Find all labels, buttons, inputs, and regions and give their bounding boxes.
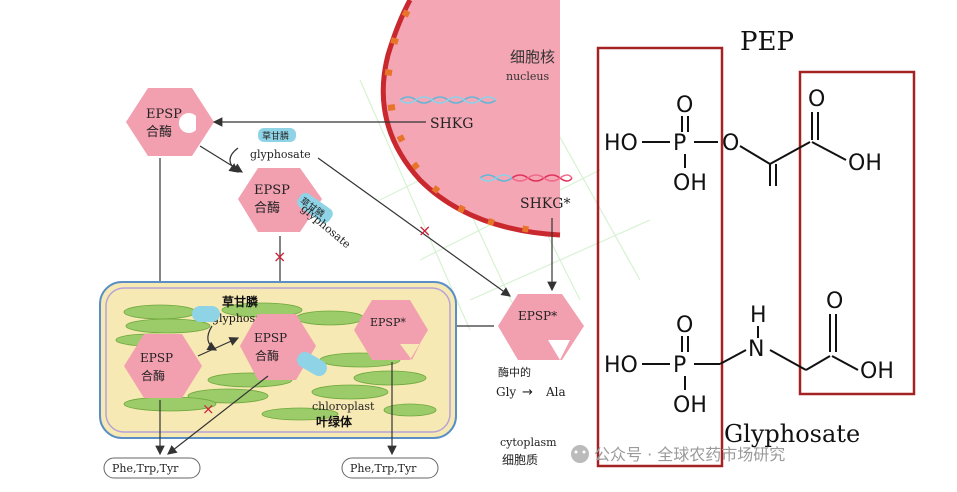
glyphosate-en-1: glyphosate xyxy=(250,148,311,161)
nucleus-title-cn: 细胞核 xyxy=(510,48,555,66)
enzyme-label-line1: EPSP xyxy=(140,351,173,365)
inhibit-mark-2: × xyxy=(418,221,431,240)
carboxyl-highlight-box xyxy=(798,70,916,396)
gly-o-top: O xyxy=(676,313,693,338)
enzyme-label-line2: 合酶 xyxy=(255,348,279,363)
epsp-synthase-bound: EPSP 合酶 草甘膦 glyphosate xyxy=(238,168,353,251)
nucleus: 细胞核 nucleus SHKG SHKG* xyxy=(380,0,573,238)
hexagon-shape xyxy=(498,294,584,360)
gly-ho: HO xyxy=(604,353,638,378)
gly-p: P xyxy=(673,353,686,378)
glyphosate-cn-3: 草甘膦 xyxy=(222,294,258,309)
epsp-mutant-cytoplasm: EPSP* xyxy=(498,294,584,360)
arrow-glyphosate-to-mutant xyxy=(317,157,511,297)
pep-o-top: O xyxy=(676,93,693,118)
pep-title: PEP xyxy=(740,27,794,57)
cytoplasm-en: cytoplasm xyxy=(500,436,557,449)
glyphosate-structure-title: Glyphosate xyxy=(724,420,860,448)
epsp-mutant-chloroplast: EPSP* xyxy=(354,300,428,360)
glyphosate-blob-2 xyxy=(297,352,327,376)
glyphosate-tag-2 xyxy=(297,192,333,224)
gly-oh: OH xyxy=(673,393,707,418)
pep-p: P xyxy=(673,131,686,156)
pep-oh: OH xyxy=(673,171,707,196)
reaction-label: 酶中的 xyxy=(498,365,531,379)
wechat-icon xyxy=(571,445,589,463)
epsp-synthase-chloroplast-bound: EPSP 合酶 xyxy=(240,314,327,380)
product-pill-right xyxy=(341,457,439,479)
gene-shkg-label: SHKG xyxy=(430,116,473,132)
gly-h: H xyxy=(750,303,767,328)
nuclear-pores xyxy=(384,9,529,233)
epsp-synthase-top: EPSP 合酶 xyxy=(126,88,214,156)
hexagon-shape xyxy=(240,314,316,380)
hexagon-shape xyxy=(354,300,428,360)
pep-ho: HO xyxy=(604,131,638,156)
glyphosate-structure: O HO P OH H N O OH xyxy=(604,289,894,418)
enzyme-mutant-label: EPSP* xyxy=(370,316,406,329)
chloroplast-inner xyxy=(105,287,451,433)
pep-o-bridge: O xyxy=(722,131,739,156)
product-right-text: Phe,Trp,Tyr xyxy=(350,462,417,475)
enzyme-label-line2: 合酶 xyxy=(254,200,280,216)
hexagon-shape xyxy=(126,88,214,156)
arrow-epsp-to-bound xyxy=(199,145,244,173)
wechat-watermark: 公众号 · 全球农药市场研究 xyxy=(571,445,785,464)
cytoplasm-cn: 细胞质 xyxy=(502,453,538,467)
enzyme-label-line1: EPSP xyxy=(254,331,287,345)
arrow-product-left-b xyxy=(167,375,269,455)
gly-acid-o: O xyxy=(826,289,843,314)
hexagon-shape xyxy=(238,168,322,232)
product-pill-left xyxy=(103,457,201,479)
gly-n: N xyxy=(748,337,764,362)
gly-acid-oh: OH xyxy=(860,359,894,384)
arrow-left-to-bound xyxy=(197,337,240,357)
reaction-from: Gly xyxy=(496,385,516,399)
enzyme-label-line2: 合酶 xyxy=(146,124,172,140)
gene-shkg-mutant-label: SHKG* xyxy=(520,196,570,212)
nucleus-title-en: nucleus xyxy=(506,70,549,83)
watermark-text: 公众号 · 全球农药市场研究 xyxy=(594,445,785,464)
hexagon-shape xyxy=(124,334,202,398)
enzyme-label-line2: 合酶 xyxy=(141,368,165,383)
reaction-arrow: → xyxy=(522,385,533,400)
enzyme-label-line1: EPSP xyxy=(146,107,182,122)
chloroplast: 草甘膦 glyphosate EPSP 合酶 EPSP 合酶 EPSP* × c… xyxy=(99,281,457,439)
product-left-text: Phe,Trp,Tyr xyxy=(112,462,179,475)
phosphonate-highlight-box xyxy=(596,46,724,468)
dna-helix-native xyxy=(399,96,497,104)
pep-acid-oh: OH xyxy=(848,151,882,176)
glyphosate-tag-1 xyxy=(258,128,296,142)
chloroplast-cn: 叶绿体 xyxy=(316,414,353,429)
pep-acid-o: O xyxy=(808,87,825,112)
dna-helix-mutant xyxy=(479,174,573,182)
enzyme-mutant-label: EPSP* xyxy=(518,309,557,323)
reaction-to: Ala xyxy=(545,385,566,399)
chloroplast-en: chloroplast xyxy=(312,400,375,413)
inhibit-mark-3: × xyxy=(202,400,215,418)
pep-structure: O HO P O OH O OH xyxy=(604,87,882,196)
glyphosate-cn-1: 草甘膦 xyxy=(262,130,289,142)
enzyme-label-line1: EPSP xyxy=(254,183,290,198)
inhibit-mark-1: × xyxy=(273,247,286,266)
thylakoid-stacks xyxy=(115,302,437,421)
epsp-synthase-chloroplast-left: EPSP 合酶 xyxy=(124,334,202,398)
glyphosate-blob-1 xyxy=(192,306,220,322)
